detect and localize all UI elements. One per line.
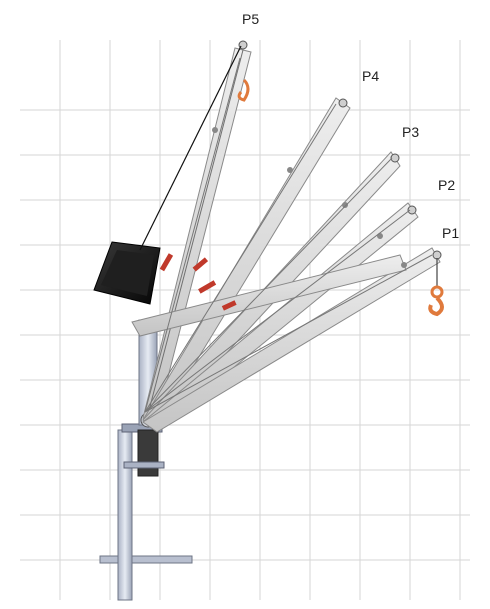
hydraulic-cylinders [144, 57, 433, 413]
label-p1: P1 [442, 225, 459, 241]
boom-p1 [131, 247, 442, 433]
label-p4: P4 [362, 68, 379, 84]
hook-p5 [237, 78, 250, 102]
hook-p1 [428, 285, 444, 317]
label-p5: P5 [242, 11, 259, 27]
label-p3: P3 [402, 124, 419, 140]
crane-base [99, 423, 193, 601]
brand-marks [159, 253, 237, 311]
label-p2: P2 [438, 177, 455, 193]
counterweight [93, 241, 161, 305]
